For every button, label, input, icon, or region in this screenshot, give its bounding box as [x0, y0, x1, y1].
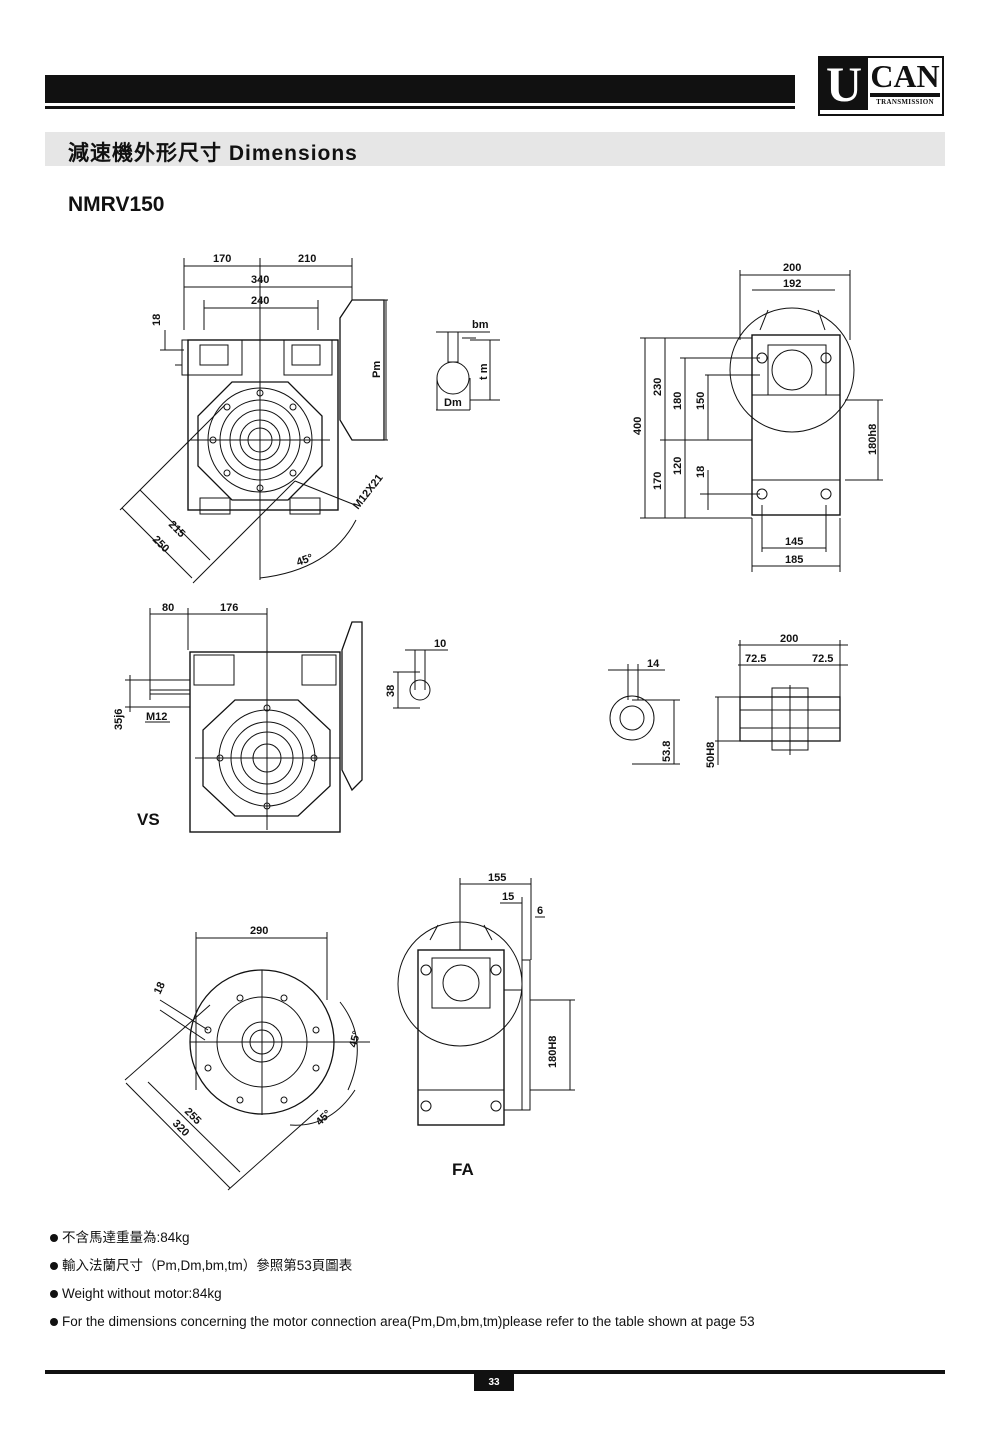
dim-185: 185 — [785, 554, 803, 566]
dim-215: 215 — [166, 519, 187, 540]
note-item: 輸入法蘭尺寸（Pm,Dm,bm,tm）參照第53頁圖表 — [50, 1256, 950, 1284]
dim-145: 145 — [785, 536, 803, 548]
dim-35j6: 35j6 — [113, 709, 125, 730]
fa-flange-view — [124, 878, 575, 1191]
notes-list: 不含馬達重量為:84kg 輸入法蘭尺寸（Pm,Dm,bm,tm）參照第53頁圖表… — [50, 1228, 950, 1340]
note-item: 不含馬達重量為:84kg — [50, 1228, 950, 1256]
dim-400: 400 — [632, 417, 644, 435]
bullet-icon — [50, 1318, 58, 1326]
note-text: 輸入法蘭尺寸（Pm,Dm,bm,tm）參照第53頁圖表 — [62, 1258, 353, 1273]
dim-200-hollow: 200 — [780, 633, 798, 645]
dim-80: 80 — [162, 602, 174, 614]
model-name: NMRV150 — [68, 193, 165, 216]
dim-150: 150 — [695, 392, 707, 410]
dim-18-main: 18 — [151, 314, 163, 326]
brand-logo: U CAN TRANSMISSION — [818, 56, 944, 116]
dim-180: 180 — [672, 392, 684, 410]
dim-176: 176 — [220, 602, 238, 614]
header-rule — [45, 106, 795, 109]
dim-dm: Dm — [444, 397, 462, 409]
dim-210: 210 — [298, 253, 316, 265]
dim-170: 170 — [213, 253, 231, 265]
shaft-detail — [436, 331, 500, 411]
dim-72-5-left: 72.5 — [745, 653, 766, 665]
page-number: 33 — [474, 1374, 514, 1391]
dim-15: 15 — [502, 891, 514, 903]
view-label-vs: VS — [137, 810, 160, 829]
view-label-fa: FA — [452, 1160, 474, 1179]
dim-50h8: 50H8 — [705, 742, 717, 768]
logo-name: CAN — [870, 59, 940, 97]
vs-view — [125, 608, 448, 833]
section-title: 減速機外形尺寸 Dimensions — [68, 142, 358, 165]
note-text: 不含馬達重量為:84kg — [62, 1230, 190, 1245]
dim-10: 10 — [434, 638, 446, 650]
dim-120: 120 — [672, 457, 684, 475]
dim-180h8-fa: 180H8 — [547, 1036, 559, 1068]
dim-45-fa-top: 45° — [347, 1030, 363, 1049]
dim-tm: t m — [478, 363, 490, 380]
dim-53-8: 53.8 — [661, 741, 673, 762]
note-item: For the dimensions concerning the motor … — [50, 1312, 950, 1340]
note-text: Weight without motor:84kg — [62, 1286, 222, 1301]
dim-18-side: 18 — [695, 466, 707, 478]
bullet-icon — [50, 1290, 58, 1298]
dim-250: 250 — [150, 534, 171, 555]
dim-200-side: 200 — [783, 262, 801, 274]
dim-180h8-side: 180h8 — [867, 424, 879, 455]
dim-38: 38 — [385, 685, 397, 697]
dim-pm: Pm — [371, 361, 383, 378]
dim-bm: bm — [472, 319, 489, 331]
main-view — [119, 258, 388, 584]
dim-290: 290 — [250, 925, 268, 937]
dim-240: 240 — [251, 295, 269, 307]
dim-340: 340 — [251, 274, 269, 286]
note-text: For the dimensions concerning the motor … — [62, 1314, 755, 1329]
dim-14: 14 — [647, 658, 660, 670]
dim-6: 6 — [537, 905, 543, 917]
bullet-icon — [50, 1262, 58, 1270]
note-item: Weight without motor:84kg — [50, 1284, 950, 1312]
side-view — [640, 270, 883, 572]
dim-192: 192 — [783, 278, 801, 290]
bullet-icon — [50, 1234, 58, 1242]
dim-45-main: 45° — [295, 552, 315, 569]
dim-18-fa: 18 — [152, 980, 168, 996]
dim-230: 230 — [652, 378, 664, 396]
dim-170-side: 170 — [652, 472, 664, 490]
logo-letter: U — [820, 58, 868, 110]
dim-m12x21: M12X21 — [351, 472, 386, 512]
dim-m12: M12 — [146, 711, 167, 723]
dim-155: 155 — [488, 872, 506, 884]
section-band — [45, 132, 945, 166]
dim-72-5-right: 72.5 — [812, 653, 833, 665]
footer-rule — [45, 1370, 945, 1374]
header-bar — [45, 75, 795, 103]
logo-tagline: TRANSMISSION — [876, 98, 934, 106]
hollow-shaft — [608, 640, 848, 765]
